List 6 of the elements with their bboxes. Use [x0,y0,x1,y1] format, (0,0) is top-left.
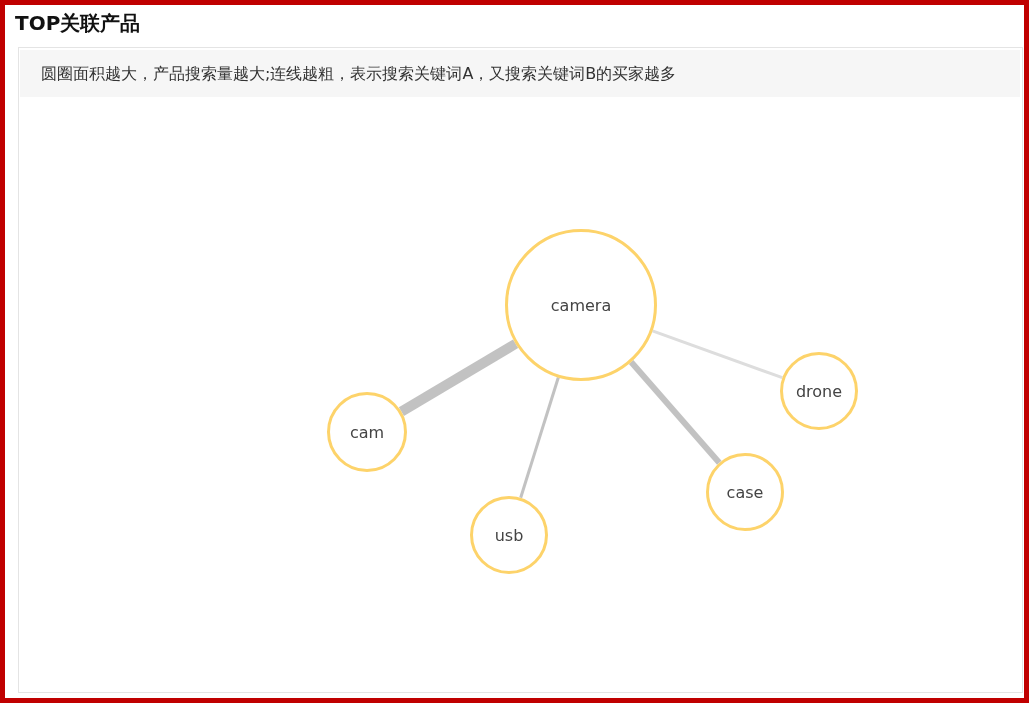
connector-line [652,329,783,380]
connector-line [519,377,560,499]
connector-line [398,339,519,416]
panel-title: TOP关联产品 [15,10,141,36]
info-bar: 圆圈面积越大，产品搜索量越大;连线越粗，表示搜索关键词A，又搜索关键词B的买家越多 [20,50,1020,97]
connector-line [628,360,722,465]
